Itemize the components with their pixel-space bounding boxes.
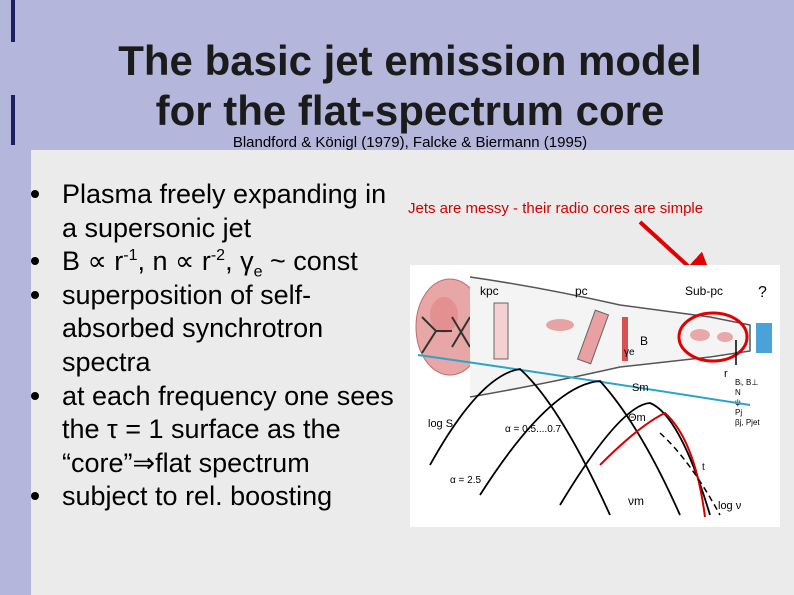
jet-outline xyxy=(469,276,751,398)
title-line-1: The basic jet emission model xyxy=(118,37,702,84)
label-theta: Θm xyxy=(628,412,646,424)
param-5: βj, Pjet xyxy=(735,418,760,427)
formula-b: B ∝ r xyxy=(62,246,124,277)
bullet-item: superposition of self-absorbed synchrotr… xyxy=(31,279,401,380)
label-alpha2: α = 2.5 xyxy=(450,475,482,486)
bullet-list: Plasma freely expanding in a supersonic … xyxy=(31,178,401,514)
annotation: Jets are messy - their radio cores are s… xyxy=(408,200,704,217)
formula-gamma-sub: e xyxy=(253,263,263,281)
bullet-text: superposition of self-absorbed synchrotr… xyxy=(62,279,324,377)
jet-diagram: kpc pc Sub-pc ? B γe r Bᵢ, B⊥ N ψ Pj βj,… xyxy=(410,265,780,527)
knot-shock xyxy=(622,317,628,361)
flat-spectrum-curve xyxy=(417,354,751,406)
jet-diagram-svg: kpc pc Sub-pc ? B γe r Bᵢ, B⊥ N ψ Pj βj,… xyxy=(415,276,772,518)
spectrum-curve-dashed xyxy=(659,432,721,516)
spectrum-curve-1 xyxy=(429,368,611,516)
label-num: νm xyxy=(628,494,644,508)
param-1: Bᵢ, B⊥ xyxy=(735,378,758,387)
citation: Blandford & Königl (1979), Falcke & Bier… xyxy=(232,134,588,151)
knot-pc-1 xyxy=(546,319,574,331)
bullet-item: at each frequency one sees the τ = 1 sur… xyxy=(31,380,401,481)
label-subpc: Sub-pc xyxy=(685,284,723,298)
formula-n-exp: -2 xyxy=(210,247,226,265)
core-circle xyxy=(677,311,749,363)
label-kpc: kpc xyxy=(480,284,499,298)
cross-icon xyxy=(421,316,471,354)
bullet-item: B ∝ r-1, n ∝ r-2, γe ~ const xyxy=(31,245,401,281)
param-2: N xyxy=(735,388,741,397)
core-knot-2 xyxy=(717,332,733,342)
label-gamma: γe xyxy=(624,347,635,358)
title-line-2: for the flat-spectrum core xyxy=(155,87,665,134)
label-t: t xyxy=(702,462,705,473)
galaxy-core xyxy=(430,297,458,333)
bullet-icon xyxy=(31,190,39,198)
label-logS: log S xyxy=(428,418,453,430)
bullet-text: at each frequency one sees the τ = 1 sur… xyxy=(62,380,394,478)
bullet-icon xyxy=(31,391,39,400)
formula-gamma: , γ xyxy=(225,246,254,277)
formula-n: , n ∝ r xyxy=(137,246,211,277)
knot-pc-2 xyxy=(576,309,610,365)
left-bar-2 xyxy=(11,95,15,145)
label-alpha1: α = 0.5....0.7 xyxy=(505,424,562,435)
slide-title: The basic jet emission model for the fla… xyxy=(60,36,760,136)
bullet-text: subject to rel. boosting xyxy=(62,481,333,512)
formula-rest: ~ const xyxy=(262,246,358,277)
param-4: Pj xyxy=(735,408,742,417)
spectrum-curve-red xyxy=(599,411,706,518)
label-B: B xyxy=(640,334,648,348)
bullet-icon xyxy=(31,492,39,501)
label-lognu: log ν xyxy=(718,500,742,512)
central-engine-icon xyxy=(756,323,772,353)
bullet-item: Plasma freely expanding in a supersonic … xyxy=(31,178,401,245)
label-pc: pc xyxy=(575,284,588,298)
spectrum-curve-3 xyxy=(559,402,711,516)
label-Sm: Sm xyxy=(632,382,649,394)
bullet-item: subject to rel. boosting xyxy=(31,480,401,514)
core-knot-1 xyxy=(690,329,710,341)
label-r: r xyxy=(724,368,728,380)
knot-kpc xyxy=(493,302,509,360)
spectrum-curve-2 xyxy=(479,380,681,516)
bullet-icon xyxy=(31,290,39,299)
label-question: ? xyxy=(758,284,767,301)
left-bar-1 xyxy=(11,0,15,42)
bullet-icon xyxy=(31,257,39,266)
formula-b-exp: -1 xyxy=(123,247,138,265)
bullet-text: Plasma freely expanding in a supersonic … xyxy=(62,179,387,243)
